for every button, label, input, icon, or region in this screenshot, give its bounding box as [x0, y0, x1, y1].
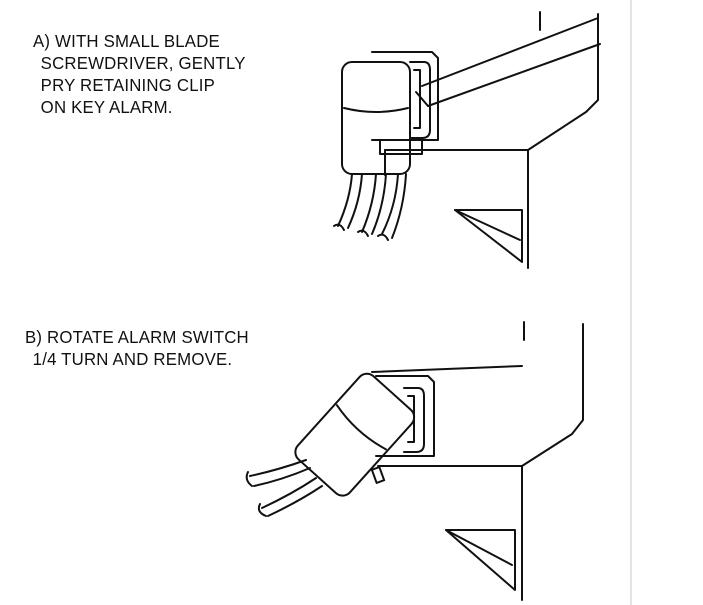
illustration	[245, 11, 601, 601]
key-alarm-switch-b	[294, 372, 416, 497]
wire-a-2	[347, 173, 363, 229]
wire-break-a-3	[377, 233, 389, 241]
lower-bracket-a	[454, 209, 523, 263]
step-b-illustration	[245, 321, 584, 601]
diagram-page: A) WITH SMALL BLADE SCREWDRIVER, GENTLY …	[25, 11, 601, 601]
switch-cap-line-a	[343, 107, 409, 113]
wire-a-6	[391, 173, 407, 239]
wire-b-3	[261, 477, 317, 509]
lower-bracket-line-a	[454, 209, 521, 241]
column-housing-right-a	[527, 13, 599, 151]
retaining-clip-b	[403, 387, 425, 453]
screwdriver-shaft-a	[421, 17, 599, 87]
lower-bracket-b	[445, 529, 516, 591]
wire-break-b-1	[245, 471, 253, 487]
retaining-clip-inner-a	[413, 69, 421, 129]
wire-b-2	[253, 467, 311, 487]
retaining-clip-a	[409, 61, 431, 139]
step-b-instructions: B) ROTATE ALARM SWITCH 1/4 TURN AND REMO…	[25, 326, 249, 370]
page-frame-edge	[630, 0, 632, 605]
column-mid-b	[371, 365, 523, 373]
step-b-line-1: B) ROTATE ALARM SWITCH	[25, 327, 249, 347]
wire-a-5	[381, 173, 399, 235]
step-a-instructions: A) WITH SMALL BLADE SCREWDRIVER, GENTLY …	[33, 30, 246, 118]
step-a-line-3: PRY RETAINING CLIP	[40, 75, 215, 95]
step-a-line-4: ON KEY ALARM.	[40, 97, 173, 117]
step-b-line-2: 1/4 TURN AND REMOVE.	[32, 349, 233, 369]
wire-break-a-2	[357, 229, 369, 237]
screwdriver-tip-a	[415, 91, 429, 107]
wire-b-1	[249, 459, 307, 477]
wire-a-1	[337, 173, 353, 227]
switch-tab-a	[379, 139, 423, 155]
step-a-line-1: A) WITH SMALL BLADE	[33, 31, 220, 51]
step-a-line-2: SCREWDRIVER, GENTLY	[40, 53, 246, 73]
screwdriver-shaft-b	[427, 43, 601, 107]
wire-break-b-2	[257, 503, 267, 517]
wire-a-3	[361, 173, 377, 233]
recess-frame-b	[375, 375, 435, 457]
key-alarm-switch-a	[341, 61, 411, 175]
switch-tab-b	[370, 466, 386, 484]
wire-a-4	[371, 173, 387, 235]
wire-break-a-1	[333, 223, 345, 231]
wire-b-4	[267, 485, 323, 517]
lower-bracket-line-b	[445, 529, 513, 566]
step-a-illustration	[333, 11, 601, 269]
column-housing-right-b	[521, 323, 584, 467]
